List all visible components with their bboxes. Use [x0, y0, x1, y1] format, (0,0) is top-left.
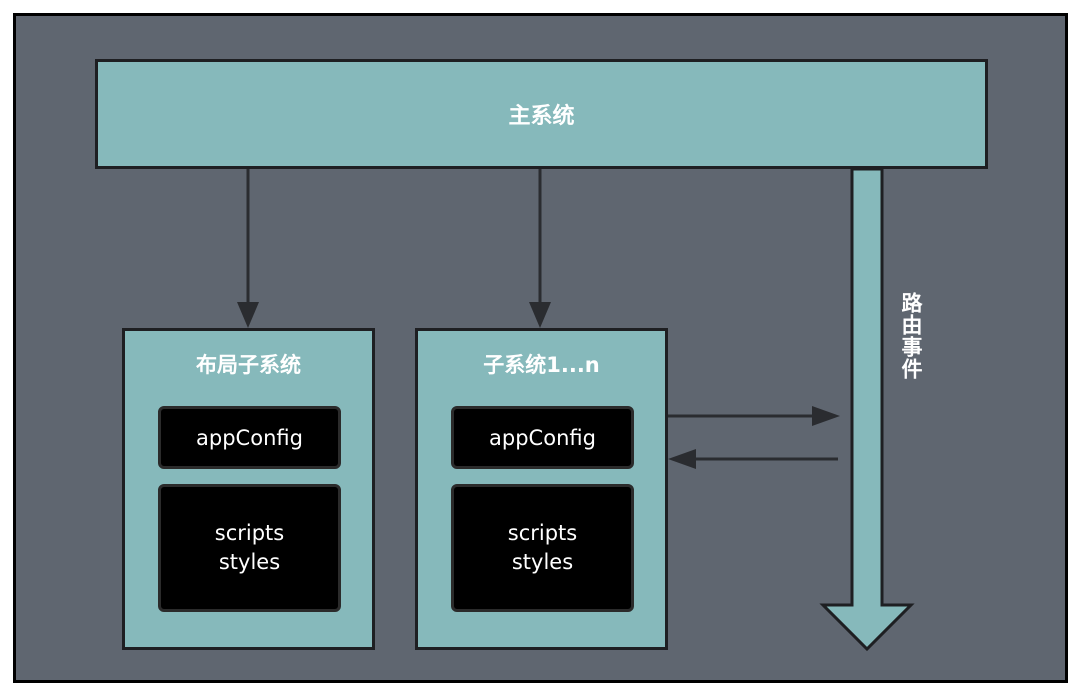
layout-scripts-styles-box: scripts styles	[158, 484, 341, 612]
route-events-label: 路由事件	[899, 292, 923, 380]
layout-subsystem-box: 布局子系统 appConfig scripts styles	[122, 328, 375, 650]
layout-scripts-label: scripts	[214, 521, 285, 545]
layout-appconfig-box: appConfig	[158, 406, 341, 469]
layout-appconfig-label: appConfig	[196, 425, 303, 450]
sub-system-title: 子系统1...n	[483, 353, 600, 377]
layout-subsystem-title: 布局子系统	[196, 353, 301, 377]
main-system-label: 主系统	[508, 104, 575, 129]
main-system-box: 主系统	[95, 59, 988, 169]
sub-styles-label: styles	[511, 550, 574, 574]
sub-scripts-styles-box: scripts styles	[451, 484, 634, 612]
sub-system-box: 子系统1...n appConfig scripts styles	[415, 328, 668, 650]
sub-scripts-label: scripts	[507, 521, 578, 545]
sub-appconfig-label: appConfig	[489, 425, 596, 450]
sub-appconfig-box: appConfig	[451, 406, 634, 469]
layout-styles-label: styles	[218, 550, 281, 574]
